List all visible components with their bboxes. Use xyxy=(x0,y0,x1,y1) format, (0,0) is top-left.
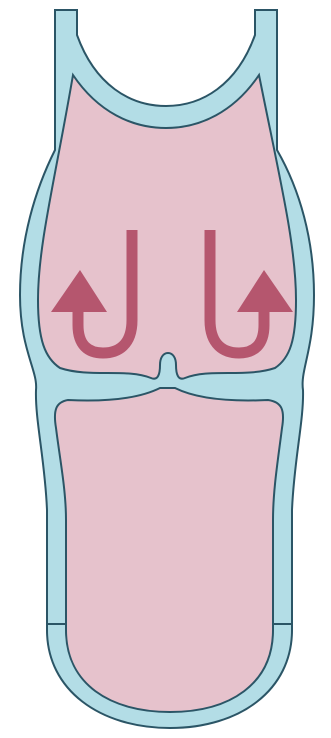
lower-lumen xyxy=(55,388,283,712)
